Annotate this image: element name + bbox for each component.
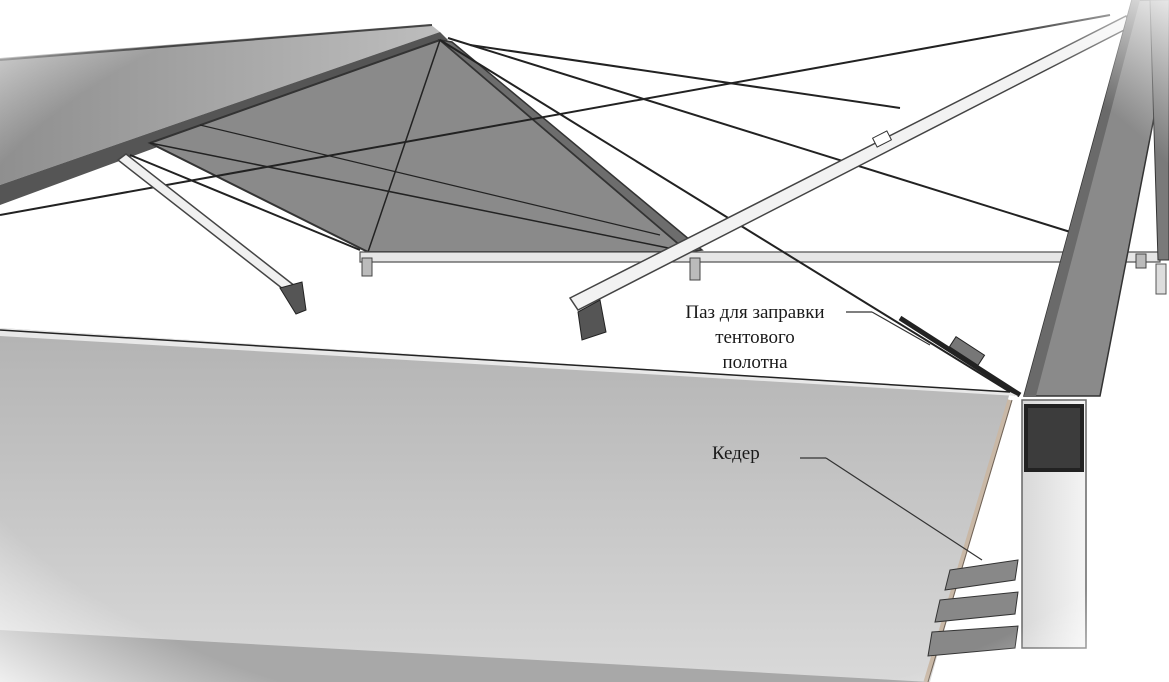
- keder-callout-label: Кедер: [712, 441, 760, 466]
- groove-label-line-2: тентового: [715, 327, 795, 348]
- groove-callout-label: Паз для заправки тентового полотна: [655, 300, 855, 375]
- groove-label-line-3: полотна: [722, 352, 788, 373]
- groove-label-line-1: Паз для заправки: [685, 302, 825, 323]
- keder-label: Кедер: [712, 443, 760, 464]
